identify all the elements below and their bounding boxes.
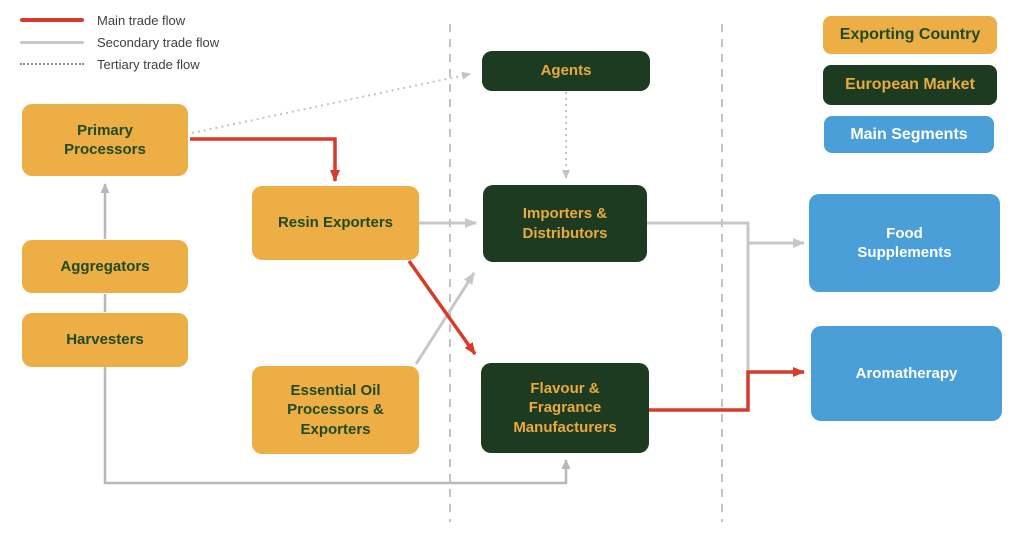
- node-aggregators: Aggregators: [22, 240, 188, 293]
- legend-main-segments: Main Segments: [824, 116, 994, 153]
- edge-primary-to-agents: [191, 71, 471, 134]
- edge-essential-to-importers: [414, 272, 476, 365]
- legend-european-market: European Market: [823, 65, 997, 105]
- legend-exporting-country: Exporting Country: [823, 16, 997, 54]
- node-importers-distributors: Importers & Distributors: [483, 185, 647, 262]
- node-flavour-fragrance-manufacturers: Flavour & Fragrance Manufacturers: [481, 363, 649, 453]
- flow-legend: Main trade flow Secondary trade flow Ter…: [20, 9, 250, 75]
- tertiary-flow-line-icon: [20, 63, 84, 65]
- node-harvesters: Harvesters: [22, 313, 188, 367]
- node-resin-exporters: Resin Exporters: [252, 186, 419, 260]
- main-flow-line-icon: [20, 18, 84, 22]
- legend-row-secondary: Secondary trade flow: [20, 31, 250, 53]
- legend-label: Secondary trade flow: [97, 34, 220, 50]
- edge-importers-to-aromatherapy: [647, 221, 750, 371]
- node-food-supplements: Food Supplements: [809, 194, 1000, 292]
- edge-resin-to-flavour: [407, 259, 477, 356]
- legend-label: Main trade flow: [97, 12, 186, 28]
- node-aromatherapy: Aromatherapy: [811, 326, 1002, 421]
- legend-row-tertiary: Tertiary trade flow: [20, 53, 250, 75]
- legend-label: Tertiary trade flow: [97, 56, 200, 72]
- edge-flavour-to-aromatherapy: [649, 367, 805, 412]
- node-essential-oil-processors: Essential Oil Processors & Exporters: [252, 366, 419, 454]
- node-primary-processors: Primary Processors: [22, 104, 188, 176]
- edge-primary-to-resin: [190, 137, 340, 182]
- secondary-flow-line-icon: [20, 40, 84, 44]
- node-agents: Agents: [482, 51, 650, 91]
- legend-row-main: Main trade flow: [20, 9, 250, 31]
